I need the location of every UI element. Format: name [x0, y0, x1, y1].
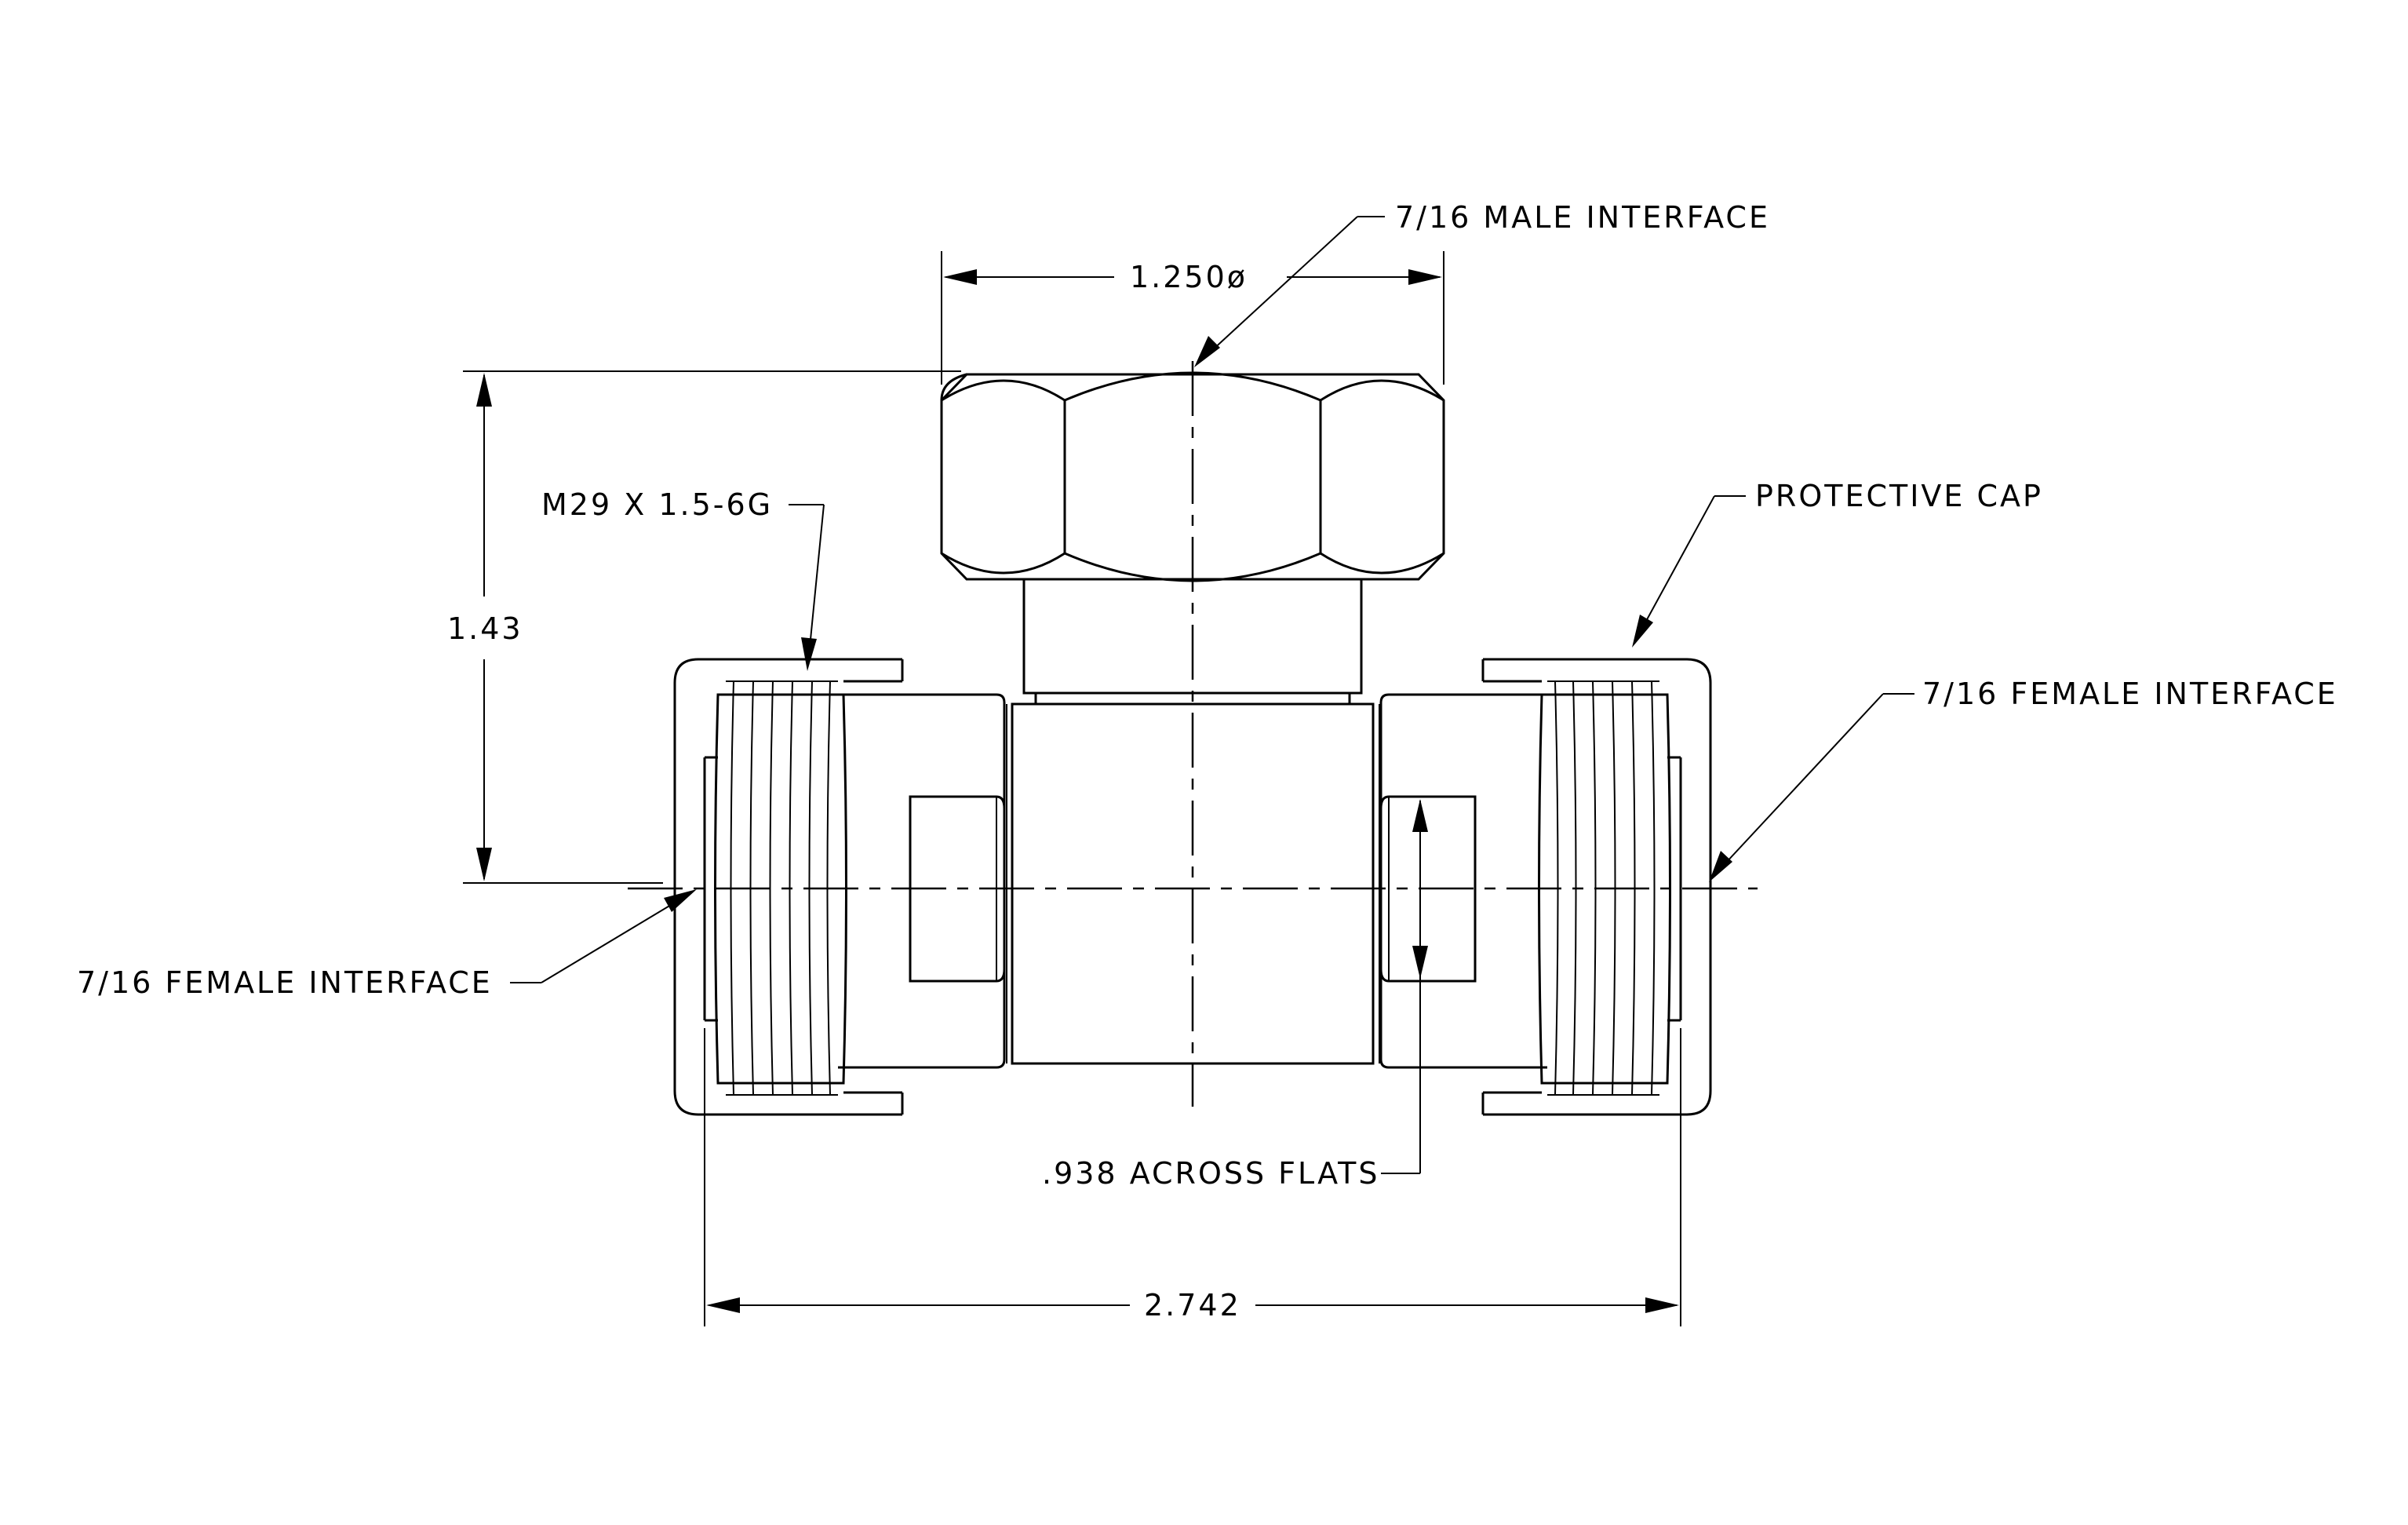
- right-threads: [1538, 680, 1671, 1096]
- central-body: [1006, 702, 1380, 1065]
- nut-neck: [1022, 578, 1363, 706]
- across-flats-label: .938 ACROSS FLATS: [1042, 1156, 1379, 1191]
- dimension-across-flats: .938 ACROSS FLATS: [1042, 799, 1428, 1191]
- dimension-top-diameter: 1.250ø: [941, 251, 1444, 385]
- top-diameter-label: 1.250ø: [1130, 260, 1248, 294]
- left-arm: [838, 693, 1006, 1069]
- dimension-height: 1.43: [447, 370, 961, 884]
- overall-length-label: 2.742: [1144, 1288, 1241, 1323]
- hex-nut: [940, 371, 1445, 582]
- right-cap: [1481, 658, 1712, 1116]
- female-interface-left-label: 7/16 FEMALE INTERFACE: [77, 965, 493, 1000]
- leader-male-interface: 7/16 MALE INTERFACE: [1194, 200, 1770, 367]
- left-cap: [673, 658, 904, 1116]
- female-interface-right-label: 7/16 FEMALE INTERFACE: [1922, 677, 2338, 711]
- male-interface-label: 7/16 MALE INTERFACE: [1395, 200, 1770, 235]
- leader-protective-cap: PROTECTIVE CAP: [1632, 479, 2043, 648]
- protective-cap-label: PROTECTIVE CAP: [1755, 479, 2043, 513]
- dimension-overall-length: 2.742: [704, 1028, 1681, 1326]
- right-arm: [1379, 693, 1547, 1069]
- leader-thread-spec: M29 X 1.5-6G: [541, 487, 825, 671]
- leader-female-interface-right: 7/16 FEMALE INTERFACE: [1709, 677, 2338, 882]
- height-label: 1.43: [447, 611, 523, 646]
- center-lines: [628, 361, 1758, 1107]
- thread-spec-label: M29 X 1.5-6G: [541, 487, 773, 522]
- left-threads: [714, 680, 847, 1096]
- leader-female-interface-left: 7/16 FEMALE INTERFACE: [77, 889, 697, 1000]
